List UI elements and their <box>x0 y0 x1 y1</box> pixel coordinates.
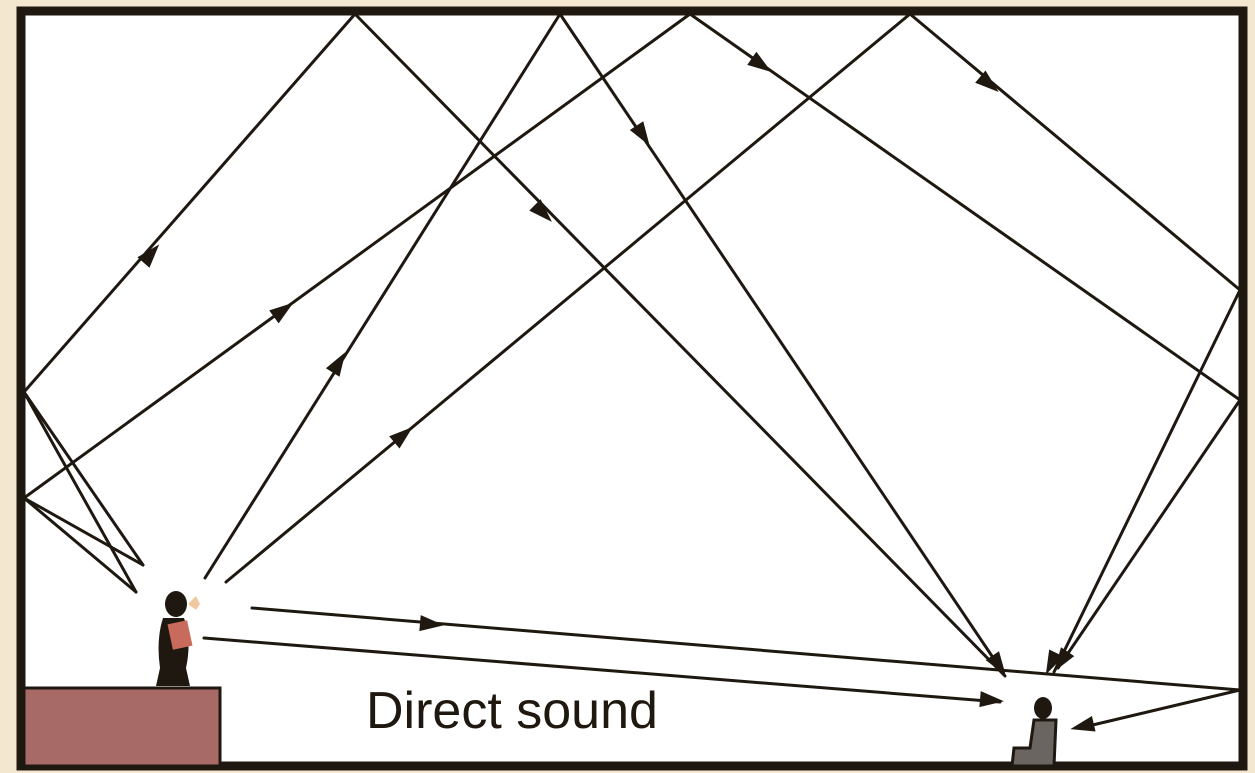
arrowhead <box>389 427 413 449</box>
arrowhead <box>975 70 999 92</box>
arrowhead <box>325 352 346 377</box>
performer-icon <box>156 591 200 686</box>
arrowhead <box>137 244 160 268</box>
seated-listener-icon <box>1010 697 1058 768</box>
reflection-ray-6 <box>22 496 138 594</box>
ray-arrowheads <box>137 51 1096 732</box>
arrowhead <box>747 51 772 73</box>
reflected-sound-rays <box>22 12 1242 730</box>
arrowhead <box>1054 647 1075 672</box>
side-wall-ray <box>250 606 1242 730</box>
reflection-ray-5 <box>22 390 145 567</box>
direct-sound-label: Direct sound <box>366 682 658 740</box>
reflection-ray-4 <box>224 12 1242 674</box>
reflection-ray-3 <box>203 12 1002 670</box>
arrowhead <box>529 199 552 222</box>
arrowhead <box>629 121 650 146</box>
arrowhead <box>1070 715 1096 732</box>
reflection-ray-1 <box>22 12 1007 678</box>
arrowhead <box>269 302 294 324</box>
arrowhead <box>985 651 1006 676</box>
arrowhead <box>419 615 444 632</box>
arrowhead <box>979 691 1004 708</box>
reflection-ray-2 <box>22 12 1242 670</box>
stage-platform <box>22 686 222 768</box>
direct-sound-ray <box>202 636 1002 704</box>
